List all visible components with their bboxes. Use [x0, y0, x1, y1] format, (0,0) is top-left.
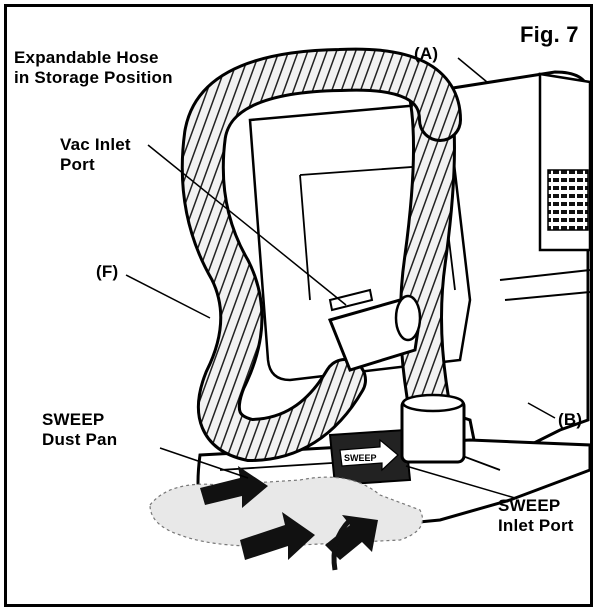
callout-f: (F)	[96, 262, 119, 281]
callout-vac-inlet-port: Vac Inlet Port	[60, 135, 131, 174]
inlet-clip	[328, 288, 374, 312]
sweep-inlet-port: SWEEP	[328, 428, 412, 487]
suction-arrows	[200, 466, 378, 571]
hose-storage-title: Expandable Hose in Storage Position	[14, 48, 173, 87]
leader-lines	[125, 57, 556, 499]
sweep-marking: SWEEP	[344, 453, 377, 463]
hose-loop	[180, 47, 462, 463]
callout-sweep-dust-pan: SWEEP Dust Pan	[42, 410, 118, 449]
callout-sweep-inlet-port: SWEEP Inlet Port	[498, 496, 574, 535]
callout-b: (B)	[558, 410, 583, 429]
vent-grille	[547, 169, 589, 231]
vac-inlet-connector	[327, 288, 422, 372]
figure-label: Fig. 7	[520, 22, 579, 47]
vacuum-body	[438, 70, 592, 472]
callout-a: (A)	[414, 44, 439, 63]
